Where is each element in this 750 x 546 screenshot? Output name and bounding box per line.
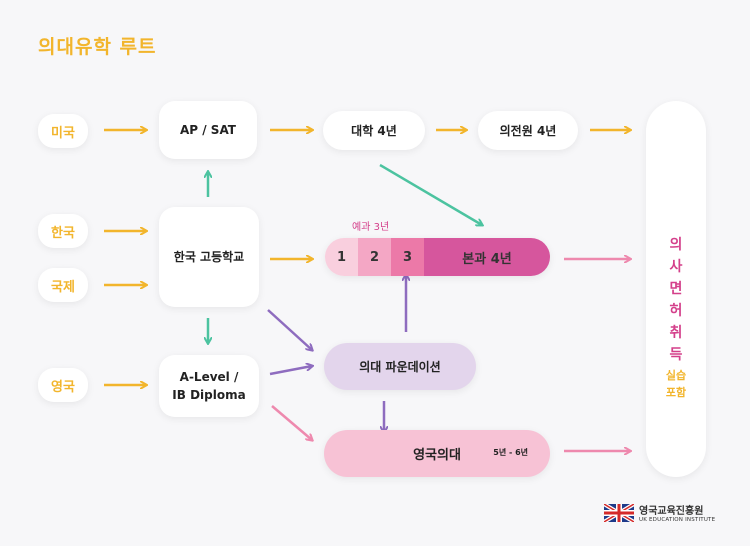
country-uk: 영국 — [38, 368, 88, 402]
license-char-3: 면 — [669, 281, 683, 297]
license-char-2: 사 — [669, 259, 683, 275]
license-char-6: 득 — [669, 347, 683, 363]
license-char-1: 의 — [669, 237, 683, 253]
premed-year-2: 2 — [358, 238, 391, 276]
medical-license-box: 의 사 면 허 취 득 실습 포함 — [646, 101, 706, 477]
logo-name: 영국교육진흥원 — [639, 506, 704, 517]
node-korea-high-school: 한국 고등학교 — [159, 207, 259, 307]
uk-flag-icon — [604, 503, 634, 522]
premed-year-3: 3 — [391, 238, 424, 276]
premed-year-1: 1 — [325, 238, 358, 276]
license-note-line1: 실습 — [665, 369, 687, 382]
node-university: 대학 4년 — [323, 111, 425, 150]
country-korea: 한국 — [38, 214, 88, 248]
logo: 영국교육진흥원 UK EDUCATION INSTITUTE — [604, 502, 715, 523]
country-usa: 미국 — [38, 114, 88, 148]
node-med-foundation: 의대 파운데이션 — [324, 343, 476, 390]
arrow-hs-to-foundation — [267, 309, 312, 350]
arrow-university-to-main — [379, 163, 482, 225]
uk-med-years: 5년 - 6년 — [493, 448, 528, 457]
node-med-grad-school: 의전원 4년 — [478, 111, 578, 150]
main-course: 본과 4년 — [424, 238, 550, 276]
arrow-alevel-to-foundation — [269, 366, 312, 376]
node-alevel-line2: IB Diploma — [172, 388, 246, 402]
node-alevel-ib: A-Level / IB Diploma — [159, 355, 259, 417]
uk-med-label: 영국의대 — [413, 448, 461, 463]
medical-school-bar: 1 2 3 본과 4년 — [325, 238, 550, 276]
country-international: 국제 — [38, 268, 88, 302]
license-char-4: 허 — [669, 303, 683, 319]
license-note-line2: 포함 — [665, 386, 687, 399]
premed-label: 예과 3년 — [352, 222, 390, 233]
node-uk-med-school: 영국의대 5년 - 6년 — [324, 430, 550, 477]
page-title: 의대유학 루트 — [38, 36, 157, 58]
arrow-alevel-to-ukmed — [271, 405, 312, 440]
license-char-5: 취 — [669, 325, 683, 341]
node-ap-sat: AP / SAT — [159, 101, 257, 159]
node-alevel-line1: A-Level / — [179, 370, 239, 384]
logo-subtitle: UK EDUCATION INSTITUTE — [639, 517, 716, 523]
